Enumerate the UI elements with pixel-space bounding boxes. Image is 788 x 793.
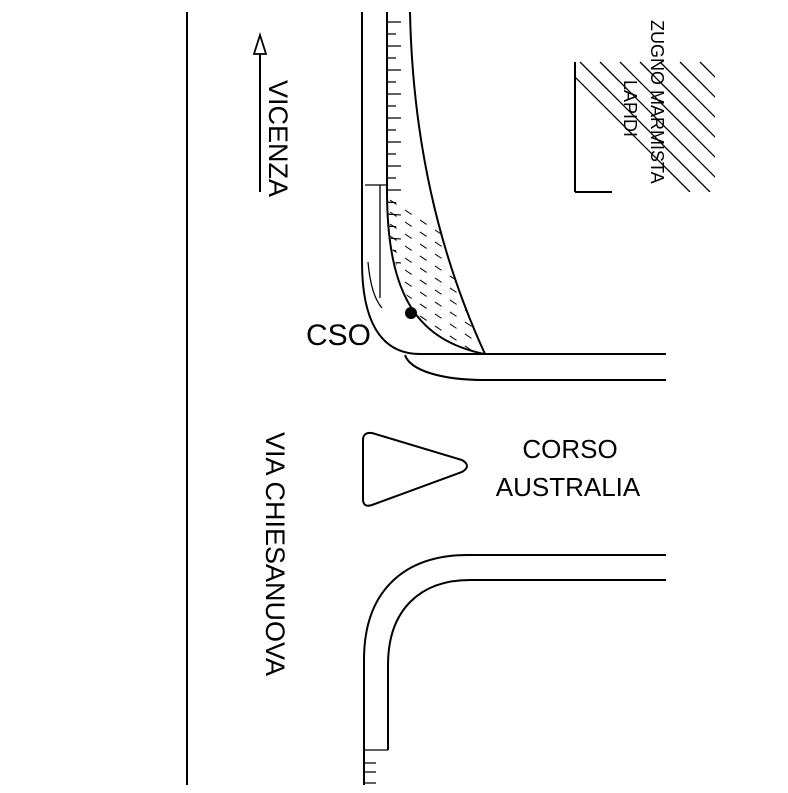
hatch-line — [659, 61, 715, 118]
sidewalk-hatch — [389, 247, 481, 309]
sidewalk-outer-edge — [409, 11, 486, 355]
traffic-island — [362, 431, 468, 507]
corso-label: CORSO — [522, 434, 617, 464]
corso-australia-south-curb-outer — [363, 554, 666, 785]
curb-end-marks — [365, 749, 388, 784]
curb-arc — [367, 261, 383, 309]
zugno-marmista-label: ZUGNO MARMISTA — [647, 20, 667, 184]
corso-australia-north-curb-outer — [361, 12, 666, 355]
sidewalk-hatch — [389, 223, 481, 285]
sidewalk-hatch — [389, 307, 481, 354]
hatch-line — [619, 61, 715, 158]
sidewalk-tick — [387, 249, 485, 259]
sidewalk-hatch — [389, 235, 481, 297]
hatch-line — [575, 76, 691, 192]
hatch-line — [679, 61, 715, 98]
cso-label: CSO — [306, 319, 371, 352]
sidewalk-hatch — [389, 271, 481, 333]
sidewalk-tick — [387, 237, 485, 247]
australia-label: AUSTRALIA — [496, 472, 641, 502]
vicenza-label: VICENZA — [263, 80, 293, 197]
hatch-line — [579, 61, 711, 192]
sidewalk-tick — [387, 201, 485, 211]
curb-recess — [365, 184, 387, 298]
arrow-up-icon — [252, 32, 268, 192]
via-chiesanuova-label: VIA CHIESANUOVA — [260, 432, 290, 676]
sidewalk-hatch — [389, 211, 481, 273]
sidewalk-tick — [387, 213, 485, 223]
sidewalk-hatch — [389, 331, 481, 354]
sidewalk-hatch — [390, 356, 480, 416]
hatch-line — [720, 62, 788, 192]
hatch-line — [599, 61, 715, 178]
lapidi-label: LAPIDI — [620, 80, 640, 137]
point-marker-icon — [405, 307, 417, 319]
building-block — [574, 61, 788, 193]
corso-australia-north-curb-inner — [404, 354, 666, 381]
sidewalk-hatch — [389, 259, 481, 321]
sidewalk-inner-edge — [386, 12, 485, 355]
corso-australia-south-curb-inner — [387, 579, 666, 750]
sidewalk-tick — [387, 225, 485, 235]
hatch-line — [639, 61, 715, 138]
sidewalk-hatch — [389, 295, 481, 354]
hatch-line — [699, 61, 715, 78]
